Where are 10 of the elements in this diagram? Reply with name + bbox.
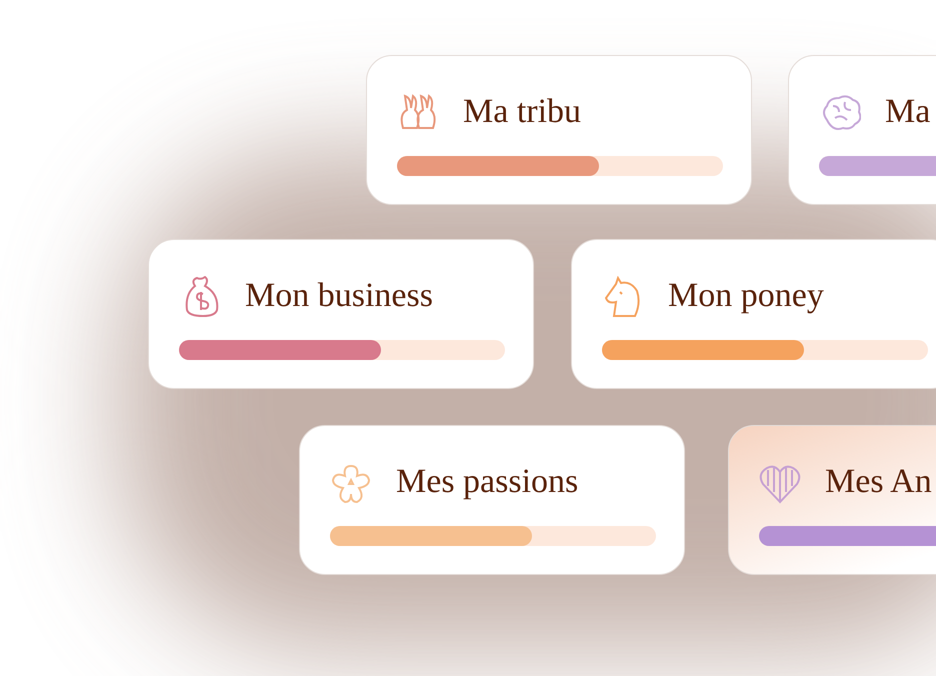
category-card (571, 239, 936, 389)
category-card (366, 55, 752, 205)
card-title: Ma tribu (463, 92, 582, 132)
category-card (299, 425, 685, 575)
card-title: Mes passions (396, 462, 578, 502)
category-card (148, 239, 534, 389)
card-title: Mon poney (668, 276, 824, 316)
card-title: Mon business (245, 276, 433, 316)
card-title: Ma (885, 92, 930, 132)
card-title: Mes An (825, 462, 932, 502)
